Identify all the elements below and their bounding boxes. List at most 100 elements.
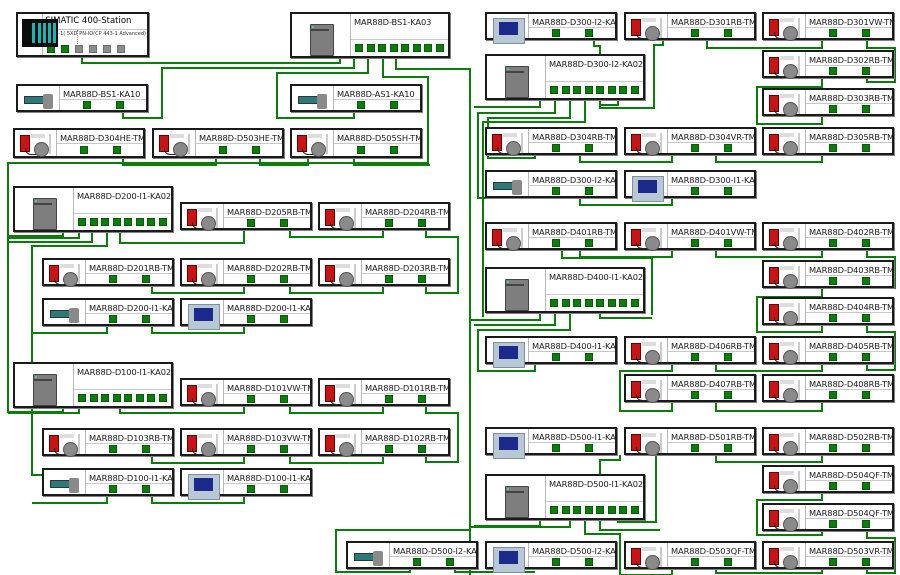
ethernet-port[interactable] — [630, 86, 639, 94]
ethernet-port[interactable] — [82, 101, 91, 109]
ethernet-port[interactable] — [690, 239, 699, 247]
ethernet-port[interactable] — [551, 29, 560, 37]
ethernet-port[interactable] — [279, 395, 288, 403]
device-d503vr[interactable]: MAR88D-D503VR-TM1 — [762, 541, 894, 570]
device-d401rb[interactable]: MAR88D-D401RB-TM1 — [485, 222, 617, 251]
ethernet-port[interactable] — [861, 520, 870, 528]
ethernet-port[interactable] — [401, 44, 410, 52]
ethernet-port[interactable] — [596, 299, 605, 307]
simatic-400-station[interactable]: SIMATIC 400-Station PN-IO-1( 5XD02A... P… — [16, 12, 149, 57]
device-d202rb[interactable]: MAR88D-D202RB-TM1 — [180, 258, 312, 287]
ethernet-port[interactable] — [158, 218, 167, 226]
ethernet-port[interactable] — [723, 239, 732, 247]
device-d408rb[interactable]: MAR88D-D408RB-TM1 — [762, 374, 894, 403]
ethernet-port[interactable] — [828, 558, 837, 566]
ethernet-port[interactable] — [861, 558, 870, 566]
ethernet-port[interactable] — [101, 394, 110, 402]
ethernet-port[interactable] — [246, 275, 255, 283]
device-d500ka02[interactable]: MAR88D-D500-I1-KA02 — [485, 474, 645, 520]
device-d300i2ka02[interactable]: MAR88D-D300-I2-KA02 — [485, 54, 645, 100]
device-d201rb[interactable]: MAR88D-D201RB-TM1 — [42, 258, 174, 287]
ethernet-port[interactable] — [607, 299, 616, 307]
ethernet-port[interactable] — [246, 219, 255, 227]
ethernet-port[interactable] — [690, 144, 699, 152]
device-d100ka10[interactable]: MAR88D-D100-I1-KA10 — [42, 468, 174, 496]
ethernet-port[interactable] — [550, 506, 558, 514]
ethernet-port[interactable] — [828, 353, 837, 361]
ethernet-port[interactable] — [828, 482, 837, 490]
ethernet-port[interactable] — [619, 86, 628, 94]
ethernet-port[interactable] — [584, 506, 593, 514]
ethernet-port[interactable] — [828, 314, 837, 322]
ethernet-port[interactable] — [861, 67, 870, 75]
ethernet-port[interactable] — [251, 146, 260, 154]
ethernet-port[interactable] — [861, 444, 870, 452]
ethernet-port[interactable] — [551, 187, 560, 195]
ethernet-port[interactable] — [828, 105, 837, 113]
device-d205rb[interactable]: MAR88D-D205RB-TM1 — [180, 202, 312, 231]
device-d405rb[interactable]: MAR88D-D405RB-TM1 — [762, 336, 894, 365]
ethernet-port[interactable] — [573, 506, 582, 514]
ethernet-port[interactable] — [723, 391, 732, 399]
ethernet-port[interactable] — [389, 44, 398, 52]
ethernet-port[interactable] — [561, 506, 570, 514]
ethernet-port[interactable] — [607, 86, 616, 94]
device-d300i1ka1[interactable]: MAR88D-D300-I1-KA1 — [624, 170, 756, 202]
ethernet-port[interactable] — [551, 444, 560, 452]
device-d304rb[interactable]: MAR88D-D304RB-TM1 — [485, 127, 617, 156]
ethernet-port[interactable] — [218, 146, 227, 154]
ethernet-port[interactable] — [141, 445, 150, 453]
device-d305rb[interactable]: MAR88D-D305RB-TM1 — [762, 127, 894, 156]
ethernet-port[interactable] — [355, 44, 363, 52]
device-d504qf_a[interactable]: MAR88D-D504QF-TM1 — [762, 465, 894, 494]
ethernet-port[interactable] — [384, 219, 393, 227]
device-d407rb[interactable]: MAR88D-D407RB-TM1 — [624, 374, 756, 403]
ethernet-port[interactable] — [124, 394, 133, 402]
ethernet-port[interactable] — [619, 506, 628, 514]
ethernet-port[interactable] — [573, 86, 582, 94]
station-port-inactive[interactable] — [117, 45, 126, 53]
ethernet-port[interactable] — [101, 218, 110, 226]
device-d300i2ka1[interactable]: MAR88D-D300-I2-KA1 — [485, 12, 617, 44]
ethernet-port[interactable] — [115, 101, 124, 109]
ethernet-port[interactable] — [78, 218, 86, 226]
ethernet-port[interactable] — [412, 558, 421, 566]
ethernet-port[interactable] — [147, 394, 156, 402]
ethernet-port[interactable] — [108, 445, 117, 453]
station-port-inactive[interactable] — [103, 45, 112, 53]
ethernet-port[interactable] — [551, 353, 560, 361]
device-d100ka1[interactable]: MAR88D-D100-I1-KA1 — [180, 468, 312, 500]
ethernet-port[interactable] — [861, 391, 870, 399]
ethernet-port[interactable] — [158, 394, 167, 402]
device-d500i2ka1[interactable]: MAR88D-D500-I2-KA1 — [485, 541, 617, 573]
ethernet-port[interactable] — [112, 146, 121, 154]
ethernet-port[interactable] — [246, 445, 255, 453]
ethernet-port[interactable] — [445, 558, 454, 566]
ethernet-port[interactable] — [690, 391, 699, 399]
ethernet-port[interactable] — [417, 445, 426, 453]
ethernet-port[interactable] — [828, 29, 837, 37]
device-d500i2ka10[interactable]: MAR88D-D500-I2-KA10 — [346, 541, 478, 569]
ethernet-port[interactable] — [246, 395, 255, 403]
ethernet-port[interactable] — [584, 444, 593, 452]
ethernet-port[interactable] — [828, 391, 837, 399]
ethernet-port[interactable] — [584, 86, 593, 94]
ethernet-port[interactable] — [723, 558, 732, 566]
device-d100ka02[interactable]: MAR88D-D100-I1-KA02 — [13, 362, 173, 408]
ethernet-port[interactable] — [112, 218, 121, 226]
ethernet-port[interactable] — [141, 275, 150, 283]
ethernet-port[interactable] — [584, 29, 593, 37]
device-d503qf[interactable]: MAR88D-D503QF-TM1 — [624, 541, 756, 570]
ethernet-port[interactable] — [561, 86, 570, 94]
device-d403rb[interactable]: MAR88D-D403RB-TM1 — [762, 260, 894, 289]
ethernet-port[interactable] — [828, 520, 837, 528]
device-d303rb[interactable]: MAR88D-D303RB-TM1 — [762, 88, 894, 117]
device-d200ka1[interactable]: MAR88D-D200-I1-KA1 — [180, 298, 312, 330]
device-d102rb[interactable]: MAR88D-D102RB-TM1 — [318, 428, 450, 457]
ethernet-port[interactable] — [108, 275, 117, 283]
ethernet-port[interactable] — [551, 239, 560, 247]
ethernet-port[interactable] — [828, 67, 837, 75]
ethernet-port[interactable] — [89, 218, 98, 226]
device-d504qf_b[interactable]: MAR88D-D504QF-TM1 — [762, 503, 894, 532]
ethernet-port[interactable] — [551, 558, 560, 566]
